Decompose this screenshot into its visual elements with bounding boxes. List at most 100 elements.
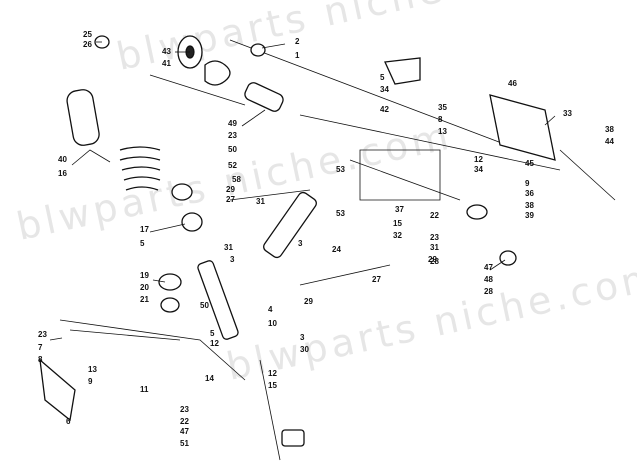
callout-12c: 12: [268, 369, 277, 378]
rod-lower: [259, 359, 281, 461]
callout-8b: 8: [38, 355, 43, 364]
callout-50: 50: [228, 145, 237, 154]
leader-40: [71, 149, 111, 166]
callout-24: 24: [332, 245, 341, 254]
rod-10: [197, 260, 239, 340]
callout-44: 44: [605, 137, 614, 146]
rod-top: [149, 74, 246, 106]
callout-15a: 15: [393, 219, 402, 228]
callout-37: 37: [395, 205, 404, 214]
callout-38b: 38: [525, 201, 534, 210]
bracket-21: [160, 297, 180, 313]
callout-26: 26: [83, 40, 92, 49]
callout-8a: 8: [438, 115, 443, 124]
callout-29c: 29: [304, 297, 313, 306]
callout-47a: 47: [484, 263, 493, 272]
watermark-text-top: blwparts niche.com: [113, 0, 556, 79]
callout-34a: 34: [380, 85, 389, 94]
callout-33: 33: [563, 109, 572, 118]
callout-3b: 3: [298, 239, 303, 248]
callout-47b: 47: [180, 427, 189, 436]
callout-14: 14: [205, 374, 214, 383]
callout-5b: 5: [380, 73, 385, 82]
callout-10: 10: [268, 319, 277, 328]
callout-53a: 53: [336, 165, 345, 174]
callout-3a: 3: [230, 255, 235, 264]
callout-13b: 13: [88, 365, 97, 374]
rod-36: [559, 149, 616, 201]
arm-27-top: [229, 189, 311, 201]
callout-41: 41: [162, 59, 171, 68]
mount-17: [181, 212, 203, 232]
callout-9b: 9: [88, 377, 93, 386]
callout-2: 2: [295, 37, 300, 46]
leader-33: [544, 115, 556, 126]
callout-12b: 12: [210, 339, 219, 348]
callout-5a: 5: [140, 239, 145, 248]
callout-45: 45: [525, 159, 534, 168]
callout-6a: 6: [66, 417, 71, 426]
watermark: blwparts niche.com blwparts niche.com bl…: [13, 0, 637, 389]
callout-28a: 28: [430, 257, 439, 266]
leader-lines: [49, 41, 556, 341]
pad-47: [499, 250, 517, 266]
callout-34b: 34: [474, 165, 483, 174]
leader-2: [261, 43, 286, 49]
callout-23d: 23: [180, 405, 189, 414]
callout-7: 7: [38, 343, 43, 352]
callout-36: 36: [525, 189, 534, 198]
upper-rail: [229, 39, 521, 151]
cap-19: [158, 273, 182, 291]
leader-23: [49, 337, 63, 341]
front-arm-13: [59, 319, 246, 381]
upper-shaft: [299, 114, 561, 171]
callout-52: 52: [228, 161, 237, 170]
leader-47: [489, 259, 506, 271]
callout-43: 43: [162, 47, 171, 56]
callout-39: 39: [525, 211, 534, 220]
callout-20: 20: [140, 283, 149, 292]
callout-17: 17: [140, 225, 149, 234]
callout-58: 58: [232, 175, 241, 184]
shaft-22: [349, 159, 461, 201]
callout-48: 48: [484, 275, 493, 284]
leader-17: [149, 223, 186, 233]
spring-coil-top: [204, 60, 231, 86]
spindle-6: [39, 358, 76, 422]
bushing-49: [244, 82, 284, 112]
callout-35: 35: [438, 103, 447, 112]
bracket-33: [489, 94, 556, 161]
callout-19: 19: [140, 271, 149, 280]
callout-27b: 27: [372, 275, 381, 284]
callout-12a: 12: [474, 155, 483, 164]
leader-19: [152, 279, 166, 283]
callout-40: 40: [58, 155, 67, 164]
callout-23c: 23: [38, 330, 47, 339]
callout-31c: 31: [224, 243, 233, 252]
callout-28b: 28: [484, 287, 493, 296]
callout-50b: 50: [200, 301, 209, 310]
callout-13a: 13: [438, 127, 447, 136]
nut-2: [250, 43, 266, 57]
plate-5: [384, 57, 421, 85]
callout-49: 49: [228, 119, 237, 128]
callout-11: 11: [140, 385, 149, 394]
block-38: [466, 204, 488, 220]
spring-16: [119, 146, 161, 191]
callout-9a: 9: [525, 179, 530, 188]
callout-51: 51: [180, 439, 189, 448]
callout-29a: 29: [226, 185, 235, 194]
callout-1: 1: [295, 51, 300, 60]
callout-38a: 38: [605, 125, 614, 134]
callout-22a: 22: [430, 211, 439, 220]
callout-30: 30: [300, 345, 309, 354]
cup-52: [171, 183, 193, 201]
shock-24: [263, 191, 317, 259]
callout-23b: 23: [430, 233, 439, 242]
callout-29b: 29: [428, 255, 437, 264]
callout-25: 25: [83, 30, 92, 39]
callout-27a: 27: [226, 195, 235, 204]
callout-22b: 22: [180, 417, 189, 426]
